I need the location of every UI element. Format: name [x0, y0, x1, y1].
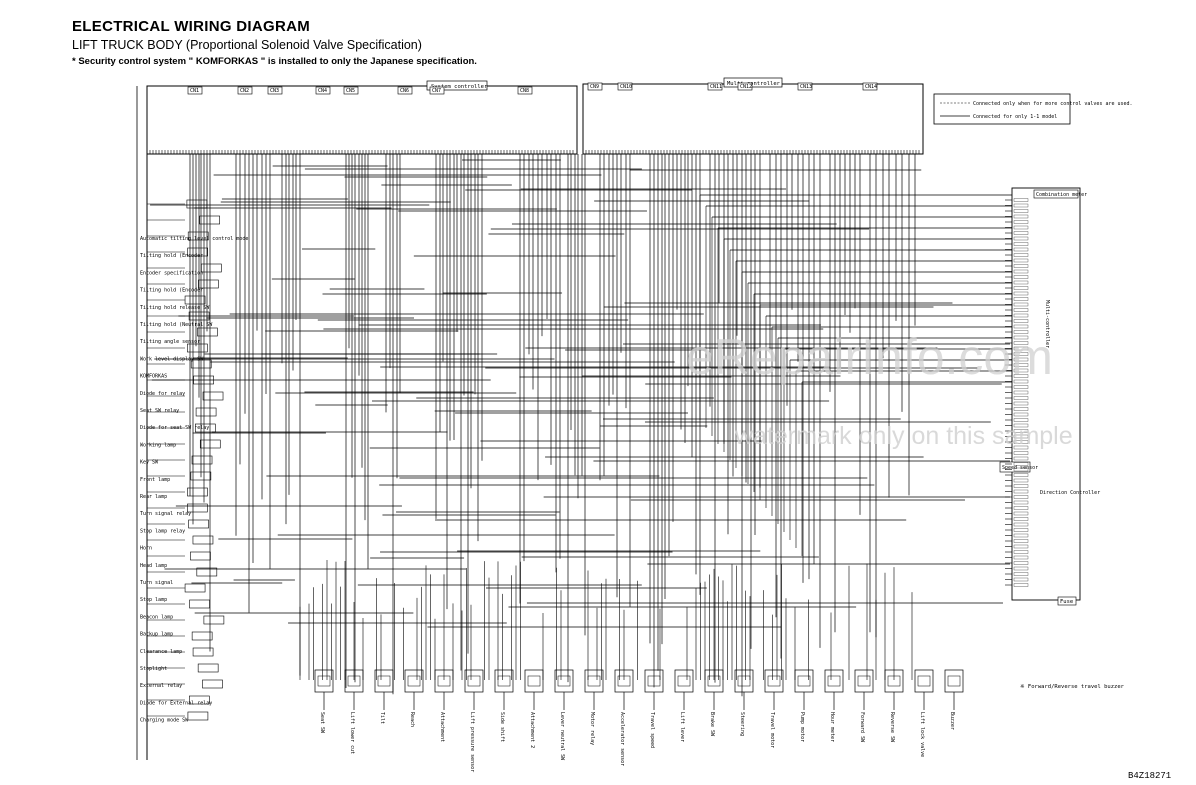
bottom-label: Brake SW [709, 712, 715, 737]
left-rail [136, 86, 148, 760]
left-label: Tilting hold (Encoder [140, 253, 203, 259]
bottom-label: Buzzer [949, 712, 955, 730]
wire-network [147, 154, 1029, 721]
bottom-label: Lift lock valve [919, 712, 925, 757]
page-note: * Security control system " KOMFORKAS " … [72, 56, 477, 67]
bottom-label: Reach [409, 712, 415, 727]
combination-meter-label: Combination meter [1036, 192, 1087, 198]
left-label: Front lamp [140, 477, 170, 483]
left-label: External relay [140, 683, 182, 689]
bottom-label: Lift pressure sensor [469, 712, 475, 772]
bottom-label: Hour meter [829, 712, 835, 742]
bottom-label: Reverse SW [889, 712, 895, 743]
bottom-label: Seat SW [319, 712, 325, 734]
page-title: ELECTRICAL WIRING DIAGRAM [72, 18, 311, 35]
bottom-connectors: Seat SW Lift lower cut Tilt Reach Attachment… [314, 669, 964, 772]
connector-tag: CN9 [590, 84, 599, 90]
bottom-label: Pump motor [799, 712, 805, 742]
bottom-label: Motor relay [589, 712, 595, 745]
left-label: Tilting hold release SW [140, 305, 210, 311]
left-label: Tilting angle sensor [140, 339, 200, 345]
left-label: Beacon lamp [140, 614, 173, 620]
left-label: Key SW [140, 460, 159, 466]
left-label: Turn signal relay [140, 511, 191, 517]
combination-meter-box: Combination meter Multi-controller Speed… [999, 187, 1100, 606]
legend-line-1: Connected only when for more control val… [973, 101, 1133, 107]
left-label: Automatic tilting level control mode [140, 236, 248, 242]
left-label: Work level display SW [140, 356, 204, 362]
multi-controller-box: Multi-controller [582, 77, 924, 155]
connector-tag: CN5 [346, 88, 355, 94]
left-label: Encoder specification [140, 270, 203, 276]
left-label: Stoplight [140, 666, 167, 672]
bottom-label: Travel motor [769, 712, 775, 748]
meter-side-label: Multi-controller [1044, 300, 1050, 348]
left-label: Diode for relay [140, 391, 185, 397]
legend-box: Connected only when for more control val… [933, 93, 1133, 125]
watermark-brand: eRepairInfo.com [686, 329, 1053, 385]
footnote-label: ※ Forward/Reverse travel buzzer [1020, 683, 1125, 690]
connector-tag: CN3 [270, 88, 279, 94]
connector-tag: CN12 [740, 84, 752, 90]
left-label: Clearance lamp [140, 649, 182, 655]
page-subtitle: LIFT TRUCK BODY (Proportional Solenoid V… [72, 38, 422, 52]
bottom-label: Travel speed [649, 712, 655, 748]
bottom-label: Accelerator sensor [619, 712, 625, 766]
bottom-label: Forward SW [859, 712, 865, 743]
drawing-number: B4Z18271 [1128, 771, 1171, 781]
left-label: Horn [140, 546, 152, 552]
bottom-label: Steering [739, 712, 745, 736]
connector-tag: CN7 [432, 88, 441, 94]
bottom-label: Attachment [439, 712, 445, 742]
left-label: KOMFORKAS [140, 374, 167, 380]
left-label: Turn signal [140, 580, 173, 586]
connector-tag: CN4 [318, 88, 327, 94]
bottom-label: Tilt [379, 712, 385, 724]
bottom-label: Lever neutral SW [559, 712, 565, 761]
bottom-label: Lift lever [679, 712, 685, 742]
connector-tag: CN1 [190, 88, 199, 94]
connector-tag: CN10 [620, 84, 632, 90]
connector-tag: CN13 [800, 84, 812, 90]
left-label: Head lamp [140, 563, 167, 569]
connector-tag: CN11 [710, 84, 722, 90]
left-label: Working lamp [140, 442, 176, 448]
legend-line-2: Connected for only 1-1 model [973, 114, 1057, 120]
connector-tag: CN14 [865, 84, 877, 90]
left-label: Tilting hold (Encoder [140, 288, 203, 294]
bottom-label: Side shift [499, 712, 505, 742]
connector-tag: CN8 [520, 88, 529, 94]
left-label: Seat SW relay [140, 408, 179, 414]
system-controller-label: System controller [431, 84, 488, 90]
system-controller-box: System controller [146, 80, 578, 155]
left-label: Tilting hold (Neutral SW [140, 322, 213, 328]
bottom-label: Attachment 2 [529, 712, 535, 748]
left-label: Rear lamp [140, 494, 167, 500]
connector-tag: CN2 [240, 88, 249, 94]
top-connector-tags: CN1 CN2 CN3 CN4 CN5 CN6 CN7 CN8 CN9 CN10 CN11 CN12 C… [187, 82, 878, 95]
direction-controller-label: Direction Controller [1040, 490, 1100, 496]
left-label: Backup lamp [140, 632, 173, 638]
left-component-labels: Automatic tilting level control modeTilt… [140, 236, 248, 724]
left-label: Charging mode SW [140, 718, 189, 724]
multi-controller-label: Multi-controller [727, 81, 781, 87]
watermark-note: watermark only on this sample [734, 422, 1073, 450]
left-label: Stop lamp [140, 597, 167, 603]
bottom-label: Lift lower cut [349, 712, 355, 754]
left-label: Diode for External relay [140, 700, 212, 706]
connector-tag: CN6 [400, 88, 409, 94]
left-label: Stop lamp relay [140, 528, 185, 534]
fuse-label: Fuse [1060, 599, 1073, 605]
left-label: Diode for seat SW relay [140, 425, 209, 431]
